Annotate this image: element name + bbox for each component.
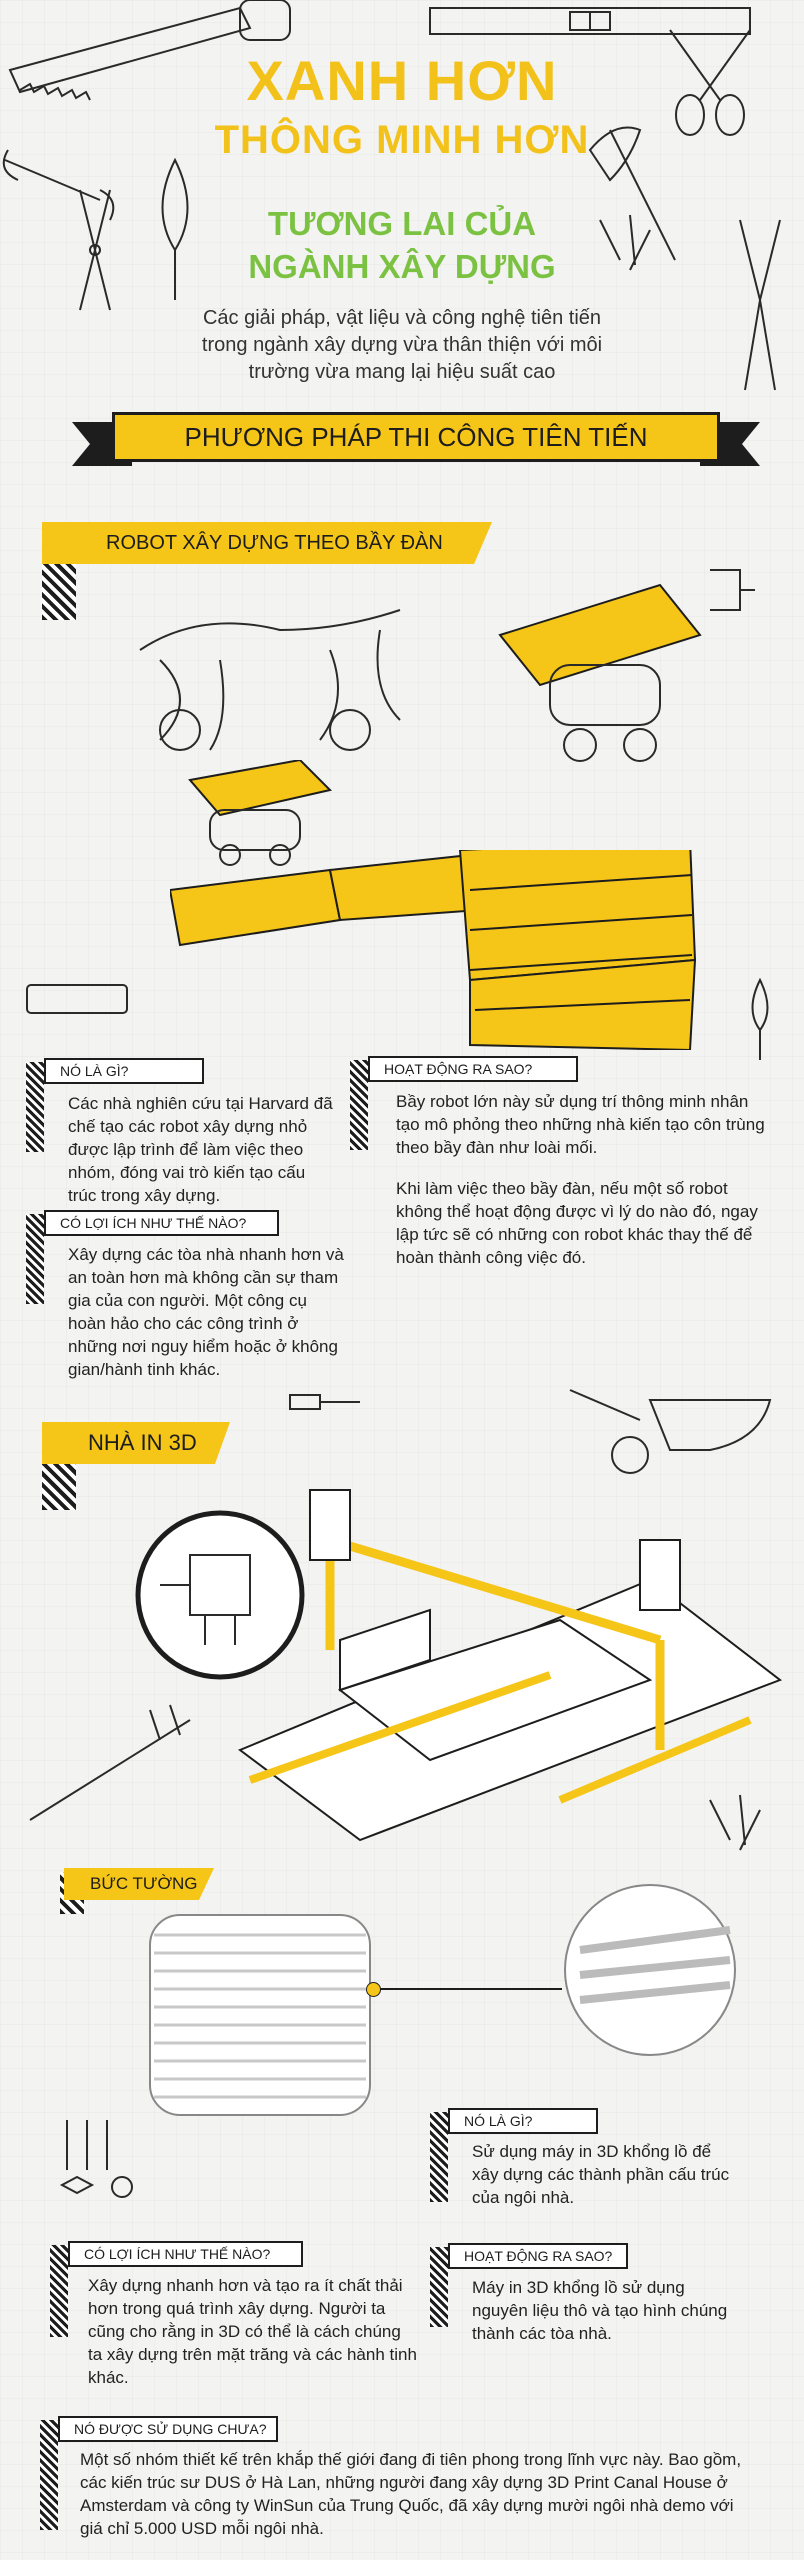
printer-what-stripe [430,2112,448,2202]
robot-how-text2: Khi làm việc theo bầy đàn, nếu một số ro… [396,1179,758,1267]
wall-connector-dot [366,1982,381,1997]
clamp-icon [700,560,760,620]
robot-how-label: HOẠT ĐỘNG RA SAO? [368,1056,578,1082]
printer-section-banner: NHÀ IN 3D [42,1422,230,1464]
robot-illustration-small [180,760,350,870]
robot-how-text1: Bầy robot lớn này sử dụng trí thông minh… [396,1092,765,1157]
hammer-icon [285,1390,365,1430]
pliers-icon [60,180,130,320]
printer-how-text: Máy in 3D khổng lồ sử dụng nguyên liệu t… [472,2278,728,2343]
robot-section-banner: ROBOT XÂY DỰNG THEO BẦY ĐÀN [42,522,492,564]
robot-illustration-large [120,590,420,760]
printer-used-label: NÓ ĐƯỢC SỬ DỤNG CHƯA? [58,2416,278,2442]
axe-icon [580,120,690,270]
bolts-and-nuts-icon [52,2115,172,2205]
intro-text: Các giải pháp, vật liệu và công nghệ tiê… [201,307,603,383]
robot-benefit-label: CÓ LỢI ÍCH NHƯ THẾ NÀO? [44,1210,279,1236]
hand-saw-icon [22,980,132,1020]
robot-what-stripe [26,1062,44,1152]
wheelbarrow-icon [560,1360,790,1480]
wall-detail-circle [560,1880,740,2060]
main-section-banner: PHƯƠNG PHÁP THI CÔNG TIÊN TIẾN [112,412,720,462]
nails-icon-2 [700,1790,780,1860]
printer-how-label: HOẠT ĐỘNG RA SAO? [448,2243,628,2269]
saw-icon [0,0,300,110]
printer-what-label: NÓ LÀ GÌ? [448,2108,598,2134]
robot-how-stripe [350,1060,368,1150]
wrench-icon [0,130,120,230]
printer-benefit-text: Xây dựng nhanh hơn và tạo ra ít chất thả… [88,2276,417,2387]
garden-shears-icon [720,210,800,400]
robot-illustration-carrying [490,575,720,775]
hero-title-line1: XANH HƠN [246,49,558,112]
trowel-icon-small [740,975,780,1065]
print-head-detail-circle [130,1505,310,1685]
timber-stack-illustration [170,850,700,1050]
printer-what-text: Sử dụng máy in 3D khổng lồ để xây dựng c… [472,2142,730,2207]
spirit-level-icon [420,0,780,50]
robot-benefit-stripe [26,1214,44,1304]
hero-title-line2: THÔNG MINH HƠN [214,118,590,162]
subtitle-line1: TƯƠNG LAI CỦA [267,205,537,242]
wall-section-label: BỨC TƯỜNG [64,1868,214,1900]
3d-printer-house-illustration [230,1480,790,1860]
printer-used-text: Một số nhóm thiết kế trên khắp thế giới … [80,2450,742,2538]
printed-wall-illustration [140,1905,380,2125]
robot-what-label: NÓ LÀ GÌ? [44,1058,204,1084]
caliper-icon [20,1700,200,1830]
nails-icon [590,210,670,280]
subtitle-line2: NGÀNH XÂY DỰNG [248,248,556,285]
printer-benefit-stripe [50,2245,68,2337]
printer-benefit-label: CÓ LỢI ÍCH NHƯ THẾ NÀO? [68,2241,303,2267]
robot-benefit-text: Xây dựng các tòa nhà nhanh hơn và an toà… [68,1245,344,1379]
wall-connector-line [372,1988,562,1990]
trowel-icon [145,150,205,310]
printer-how-stripe [430,2247,448,2327]
printer-used-stripe [40,2420,58,2530]
scissors-icon [660,20,760,140]
robot-what-text: Các nhà nghiên cứu tại Harvard đã chế tạ… [68,1094,333,1205]
